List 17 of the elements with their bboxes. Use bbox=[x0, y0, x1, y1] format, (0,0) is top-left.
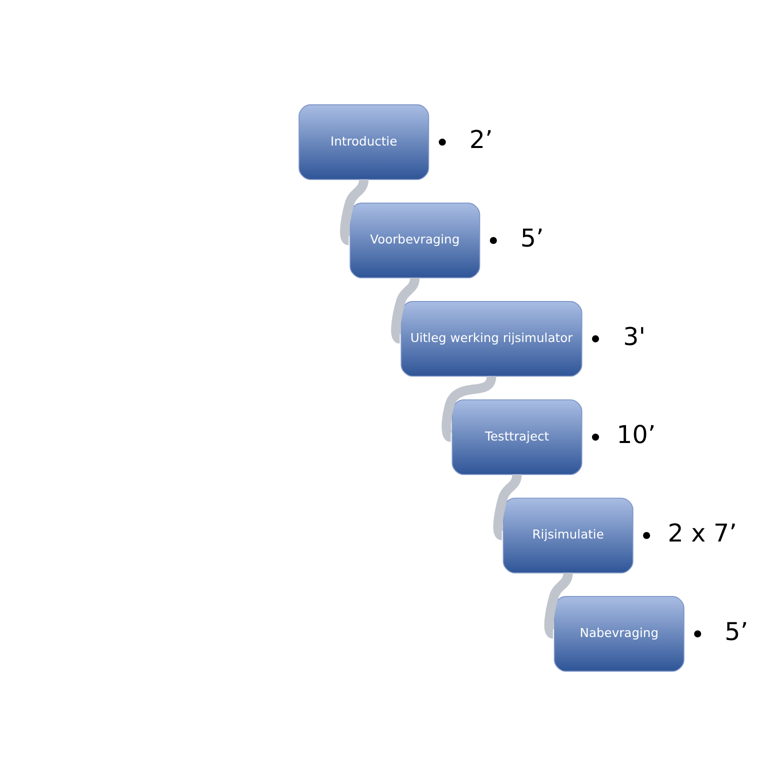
connector bbox=[442, 376, 496, 442]
node-box: Rijsimulatie bbox=[502, 498, 634, 574]
node-box: Nabevraging bbox=[554, 596, 684, 672]
node-box: Voorbevraging bbox=[350, 202, 480, 278]
connector bbox=[391, 277, 420, 344]
node-label: 5’ bbox=[724, 616, 748, 646]
node-label: 3' bbox=[623, 322, 646, 351]
connector bbox=[544, 572, 573, 638]
connector bbox=[340, 179, 369, 245]
node-label: 10’ bbox=[616, 420, 656, 450]
node-label: 2 x 7’ bbox=[668, 518, 737, 548]
node-label: 5’ bbox=[520, 223, 544, 252]
node-label: 2’ bbox=[469, 125, 493, 154]
node-box: Introductie bbox=[298, 104, 430, 180]
node-box: Testtraject bbox=[452, 399, 582, 475]
connector bbox=[493, 474, 522, 540]
node-box: Uitleg werking rijsimulator bbox=[400, 301, 582, 377]
